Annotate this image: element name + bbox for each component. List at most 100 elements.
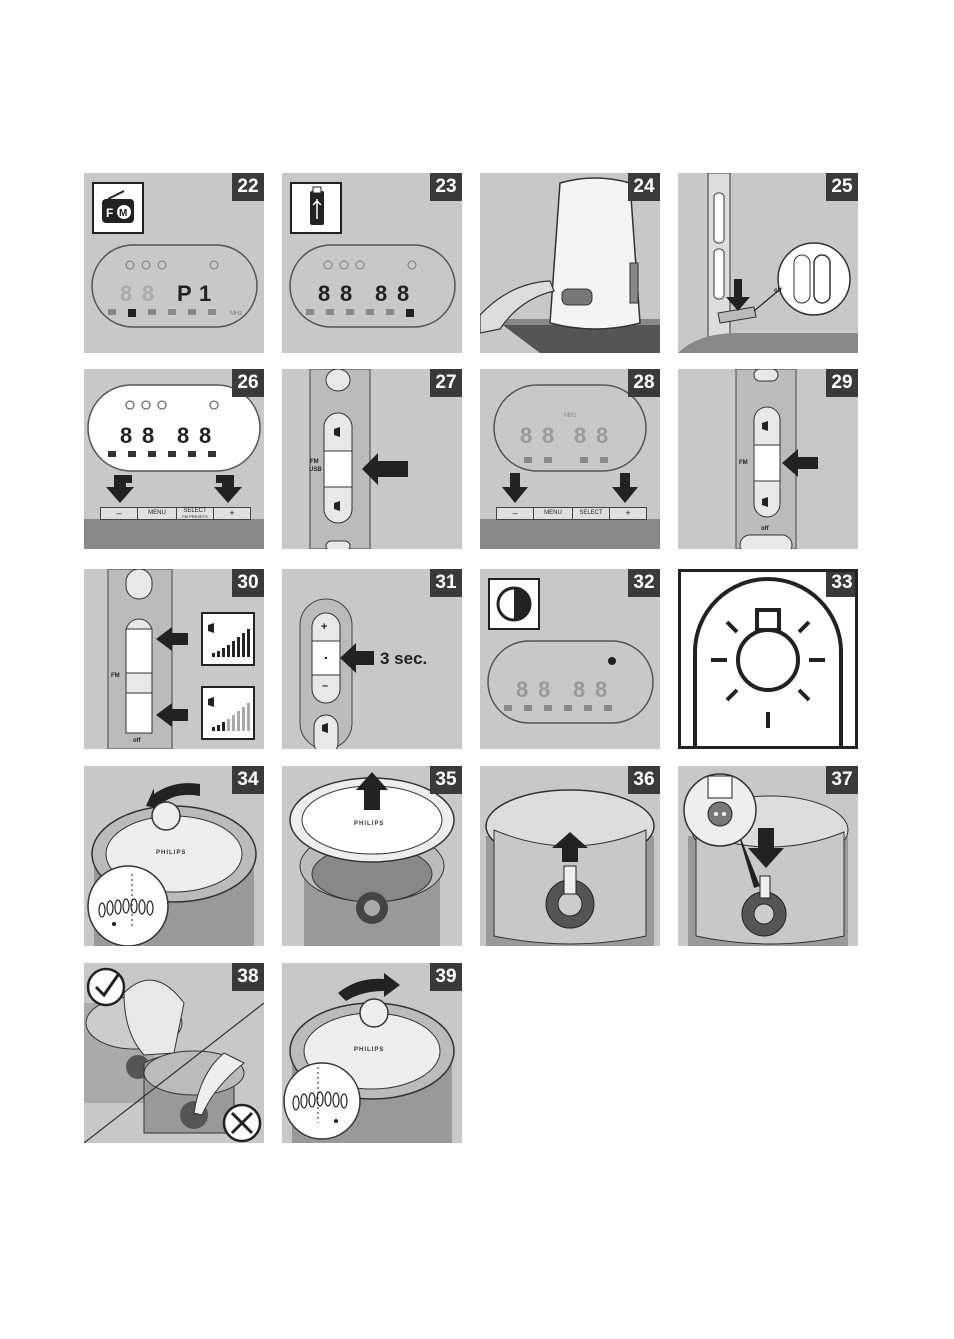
light-bulb-icon	[693, 577, 843, 746]
fm-slider-illustration	[735, 369, 818, 549]
step-number: 28	[628, 369, 660, 397]
step-number: 25	[826, 173, 858, 201]
step-panel-30: FM off 30	[84, 569, 264, 749]
step-panel-29: FM off 29	[678, 369, 858, 549]
cross-icon	[222, 1103, 262, 1143]
fm-label: FM	[739, 460, 748, 466]
step-number: 38	[232, 963, 264, 991]
svg-text:8: 8	[199, 423, 211, 448]
step-panel-25: off 25	[678, 173, 858, 353]
step-panel-31: + – 3 sec. 31	[282, 569, 462, 749]
svg-text:8: 8	[595, 677, 607, 702]
step-number: 35	[430, 766, 462, 794]
step-panel-39: PHILIPS 39	[282, 963, 462, 1143]
philips-logo: PHILIPS	[156, 850, 187, 856]
arrow-icon	[356, 772, 388, 810]
svg-text:8: 8	[573, 677, 585, 702]
step-panel-33: 33	[678, 569, 858, 749]
svg-text:8: 8	[142, 281, 154, 306]
select-label: SELECT	[183, 508, 207, 514]
off-label: off	[761, 526, 769, 532]
svg-text:8: 8	[177, 423, 189, 448]
select-button[interactable]: SELECT	[573, 508, 610, 519]
svg-text:8: 8	[516, 677, 528, 702]
svg-text:8: 8	[318, 281, 330, 306]
svg-text:8: 8	[340, 281, 352, 306]
arrow-icon	[106, 475, 242, 503]
philips-logo: PHILIPS	[354, 821, 385, 827]
minus-label: –	[322, 680, 329, 692]
step-number: 34	[232, 766, 264, 794]
step-panel-24: 24	[480, 173, 660, 353]
control-button-bar: – MENU SELECT +	[496, 507, 647, 520]
svg-text:8: 8	[596, 423, 608, 448]
svg-text:8: 8	[397, 281, 409, 306]
svg-text:8: 8	[142, 423, 154, 448]
philips-logo: PHILIPS	[354, 1047, 385, 1053]
mhz-label: MHz	[230, 311, 243, 317]
filter-remove-illustration	[485, 789, 655, 946]
arrow-icon	[726, 279, 750, 311]
minus-button[interactable]: –	[497, 508, 534, 519]
step-panel-27: FM USB 27	[282, 369, 462, 549]
minus-button[interactable]: –	[101, 508, 138, 519]
usb-label: USB	[309, 467, 322, 473]
checkmark-icon	[86, 967, 126, 1007]
step-number: 26	[232, 369, 264, 397]
svg-text:8: 8	[375, 281, 387, 306]
brightness-button-illustration	[299, 598, 374, 749]
fm-label: FM	[310, 459, 319, 465]
svg-text:F: F	[106, 206, 113, 220]
menu-button[interactable]: MENU	[534, 508, 573, 519]
svg-text:8: 8	[120, 281, 132, 306]
mhz-label: MHz	[564, 413, 577, 419]
arrow-icon	[782, 449, 818, 477]
svg-text:1: 1	[199, 281, 211, 306]
menu-button[interactable]: MENU	[138, 508, 177, 519]
correct-incorrect-handling-illustration	[84, 967, 264, 1143]
plus-label: +	[321, 621, 328, 633]
step-panel-38: 38	[84, 963, 264, 1143]
svg-text:8: 8	[538, 677, 550, 702]
step-panel-35: PHILIPS 35	[282, 766, 462, 946]
plus-button[interactable]: +	[229, 508, 235, 518]
step-panel-37: 37	[678, 766, 858, 946]
svg-text:M: M	[119, 208, 127, 219]
volume-illustration	[107, 569, 255, 749]
arrow-icon	[338, 973, 400, 1001]
lid-remove-illustration	[289, 772, 455, 946]
step-number: 22	[232, 173, 264, 201]
filter-insert-illustration	[683, 773, 849, 946]
step-number: 29	[826, 369, 858, 397]
arrow-icon	[340, 643, 374, 673]
fm-label: FM	[111, 673, 120, 679]
select-sublabel: FM PRESETS	[182, 514, 208, 519]
step-number: 37	[826, 766, 858, 794]
step-number: 23	[430, 173, 462, 201]
step-number: 27	[430, 369, 462, 397]
lid-unlock-illustration	[87, 783, 257, 946]
fm-usb-slider-illustration	[309, 369, 408, 549]
step-number: 36	[628, 766, 660, 794]
step-number: 32	[628, 569, 660, 597]
step-number: 24	[628, 173, 660, 201]
svg-text:P: P	[177, 281, 192, 306]
brightness-icon	[496, 586, 532, 622]
svg-text:8: 8	[120, 423, 132, 448]
fm-radio-icon: F M	[102, 190, 134, 223]
step-panel-34: PHILIPS 34	[84, 766, 264, 946]
plus-button[interactable]: +	[625, 508, 631, 518]
arrow-icon	[362, 453, 408, 485]
arrow-icon	[552, 832, 588, 862]
step-number: 33	[826, 572, 855, 597]
